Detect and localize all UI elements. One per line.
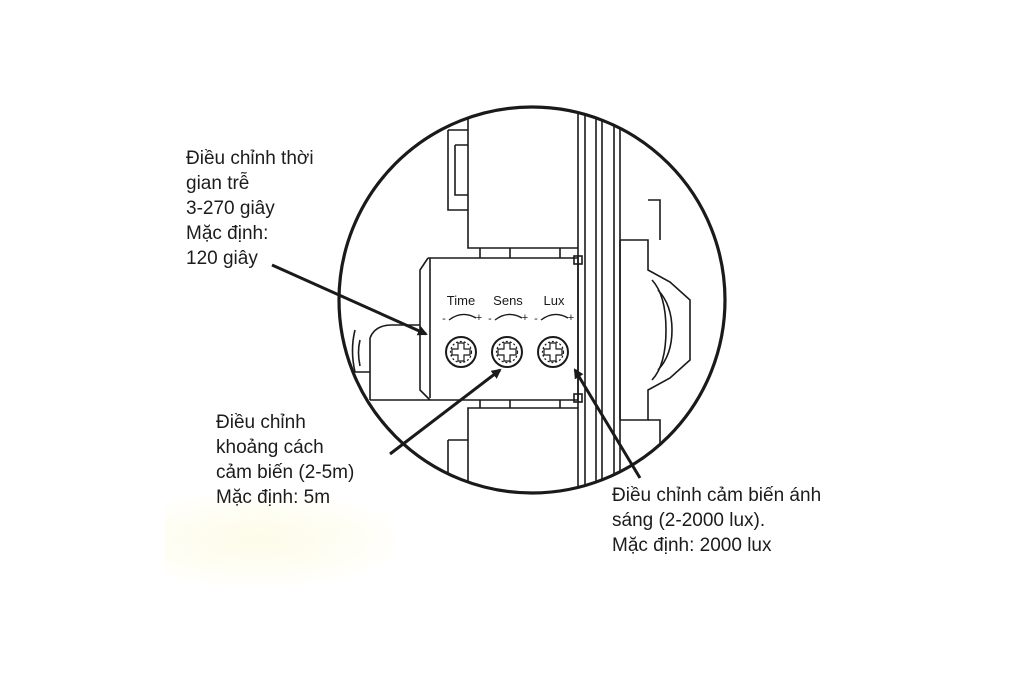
callout-line: Mặc định:: [186, 223, 269, 244]
control-panel: [351, 255, 583, 403]
bottom-housing: [447, 400, 578, 493]
callout-line: 120 giây: [186, 248, 258, 269]
knob-sens[interactable]: [491, 336, 523, 368]
side-boss: [619, 199, 691, 455]
callout-line: 3-270 giây: [186, 198, 275, 219]
knob-time[interactable]: [445, 336, 477, 368]
arrow-sens: [389, 368, 502, 456]
callout-line: sáng (2-2000 lux).: [612, 510, 766, 531]
callout-line: gian trễ: [186, 173, 250, 194]
callout-sensitivity: Điều chỉnh khoảng cách cảm biến (2-5m) M…: [216, 410, 354, 510]
knob-label-sens: Sens: [493, 293, 523, 308]
callout-line: Điều chỉnh: [216, 412, 306, 433]
minus-sign-sens: -: [488, 313, 492, 325]
knob-label-lux: Lux: [544, 293, 565, 308]
callout-line: cảm biến (2-5m): [216, 462, 355, 483]
arrow-time: [271, 263, 428, 336]
callout-line: Mặc định: 5m: [216, 487, 331, 508]
top-housing: [447, 107, 578, 258]
plus-sign-time: +: [476, 312, 482, 324]
callout-line: Điều chỉnh thời: [186, 148, 314, 169]
knob-label-time: Time: [447, 293, 475, 308]
knob-lux[interactable]: [537, 336, 569, 368]
arrow-lux: [573, 368, 642, 479]
callout-line: khoảng cách: [216, 437, 324, 458]
plus-sign-sens: +: [522, 312, 528, 324]
arc-sens: [494, 313, 523, 321]
callout-line: Mặc định: 2000 lux: [612, 535, 772, 556]
minus-sign-lux: -: [534, 313, 538, 325]
callout-line: Điều chỉnh cảm biến ánh: [612, 485, 822, 506]
device-rails: [577, 107, 621, 493]
callout-light-level: Điều chỉnh cảm biến ánh sáng (2-2000 lux…: [612, 483, 821, 558]
plus-sign-lux: +: [568, 312, 574, 324]
magnifier-circle: [337, 105, 727, 495]
callout-time-delay: Điều chỉnh thời gian trễ 3-270 giây Mặc …: [186, 146, 314, 271]
background-glow: [165, 495, 395, 585]
arc-time: [448, 313, 477, 321]
arc-lux: [540, 313, 569, 321]
minus-sign-time: -: [442, 313, 446, 325]
